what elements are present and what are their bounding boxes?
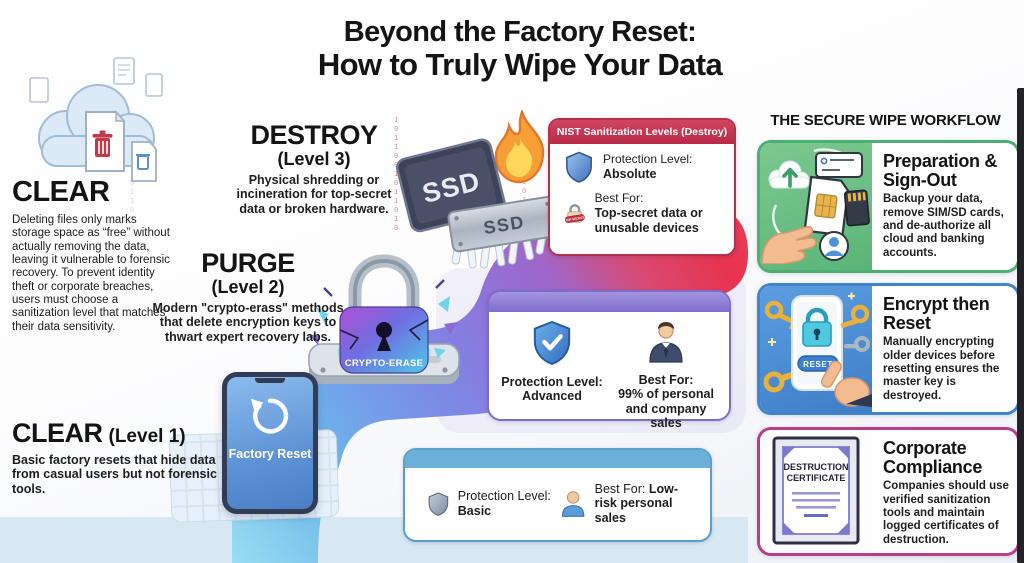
screen-right-edge [1017,88,1024,563]
sim-card-icon [803,175,850,237]
purge-description: Modern "crypto-erass" methods that delet… [152,300,344,344]
intro-heading: CLEAR [12,176,110,208]
best-for-value: Low-risk personal sales [594,482,679,525]
shield-check-icon [533,320,571,366]
top-secret-label: TOP SECRET [565,215,585,222]
step-title: Corporate Compliance [883,438,983,477]
reset-button-label: RESET [803,360,833,369]
workflow-step-encrypt: RESET En [757,283,1020,415]
ssd-shredder-illustration: SSD SSD [395,110,561,269]
protection-value: Basic [457,503,492,518]
pointer-hand-icon [820,360,872,407]
phone-notch [255,378,285,383]
best-for-label: Best For: [594,191,644,205]
nist-clear-card: Protection Level: Basic Best For: Low-ri… [403,448,712,542]
crypto-erase-label: CRYPTO-ERASE [345,358,424,369]
certificate-illustration: DESTRUCTION CERTIFICATE [760,430,872,553]
cloud-delete-illustration [29,57,163,182]
intro-body: Deleting files only marks storage space … [12,214,170,333]
businessman-icon [649,322,683,363]
person-icon [562,490,585,517]
intro-block: CLEAR Deleting files only marks storage … [12,176,172,334]
silver-key-icon [844,336,870,352]
lock-icon [802,307,832,347]
clear-description: Basic factory resets that hide data from… [12,452,217,497]
purge-level-block: PURGE (Level 2) Modern "crypto-erass" me… [150,250,346,345]
nist-clear-header-band [405,450,710,468]
best-for-value: Top-secret data or unusable devices [594,205,703,235]
certificate-title-2: CERTIFICATE [787,473,846,483]
crack-shards-icon [308,279,458,358]
key-icon [840,304,870,328]
step-body: Manually encrypting older devices before… [883,336,1000,402]
title-line-2: How to Truly Wipe Your Data [317,47,723,83]
destroy-sublabel: (Level 3) [277,149,351,169]
workflow-step-preparation: Preparation & Sign-Out Backup your data,… [757,140,1020,273]
protection-label: Protection Level: [457,489,551,504]
purge-sublabel: (Level 2) [211,277,285,297]
cloud-upload-icon [768,160,810,189]
delete-file-icon [85,110,126,172]
destroy-heading: DESTROY [250,120,378,150]
hand-icon [761,225,817,265]
step-body: Backup your data, remove SIM/SD cards, a… [883,193,1004,259]
sparkle-icon [768,292,855,346]
title-line-1: Beyond the Factory Reset: [343,16,697,48]
trash-icon [92,130,113,157]
purge-heading: PURGE [201,248,295,278]
protection-label: Protection Level: [603,151,693,166]
nist-purge-card: Protection Level: Advanced Best For: 99%… [487,290,731,430]
destroy-description: Physical shredding or incineration for t… [236,172,392,216]
top-secret-lock-icon: TOP SECRET [564,203,585,223]
padlock-icon: CRYPTO-ERASE [339,254,429,374]
workflow-step-compliance: DESTRUCTION CERTIFICATE Corporate Compli… [757,427,1020,556]
preparation-illustration [760,143,872,270]
nist-destroy-header: NIST Sanitization Levels (Destroy) [550,120,734,144]
gray-shield-icon [428,491,449,516]
protection-value: Absolute [603,166,657,181]
best-for-label: Best For: [638,373,694,387]
factory-reset-label: Factory Reset [228,447,312,461]
step-body: Companies should use verified sanitizati… [883,480,1009,546]
crypto-erase-illustration: CRYPTO-ERASE [308,254,460,384]
step-title: Encrypt then Reset [883,294,990,333]
protection-value: Advanced [522,389,582,404]
ssd-drive-icon: SSD [447,195,561,253]
small-delete-file-icon [131,141,157,182]
flame-icon [494,110,545,184]
nist-destroy-card: NIST Sanitization Levels (Destroy) Prote… [548,118,736,256]
clear-level-block: CLEAR(Level 1) Basic factory resets that… [12,420,217,497]
certificate-title-1: DESTRUCTION [784,462,849,472]
best-for-label: Best For: [594,482,646,496]
encrypt-illustration: RESET [760,286,872,412]
factory-reset-phone: Factory Reset [222,372,318,514]
certificate-icon: DESTRUCTION CERTIFICATE [772,436,860,545]
destroy-level-block: DESTROY (Level 3) Physical shredding or … [225,122,403,217]
shield-icon [566,151,592,183]
protection-label: Protection Level: [501,375,603,389]
reset-arrow-icon [250,398,289,434]
page-title: Beyond the Factory Reset: How to Truly W… [260,16,780,83]
clear-sublabel: (Level 1) [108,426,186,447]
step-title: Preparation & Sign-Out [883,151,998,190]
best-for-value: 99% of personal and company sales [618,387,714,431]
workflow-heading: THE SECURE WIPE WORKFLOW [770,112,1001,129]
clear-heading: CLEAR [12,418,103,448]
reset-button: RESET [797,355,839,372]
binary-decor-red-1: 1 0 1 1 0 0 1 0 1 1 0 1 0 [394,116,399,232]
avatar-icon [819,231,849,261]
nist-purge-header-band [489,292,729,312]
sd-card-icon [843,189,870,227]
